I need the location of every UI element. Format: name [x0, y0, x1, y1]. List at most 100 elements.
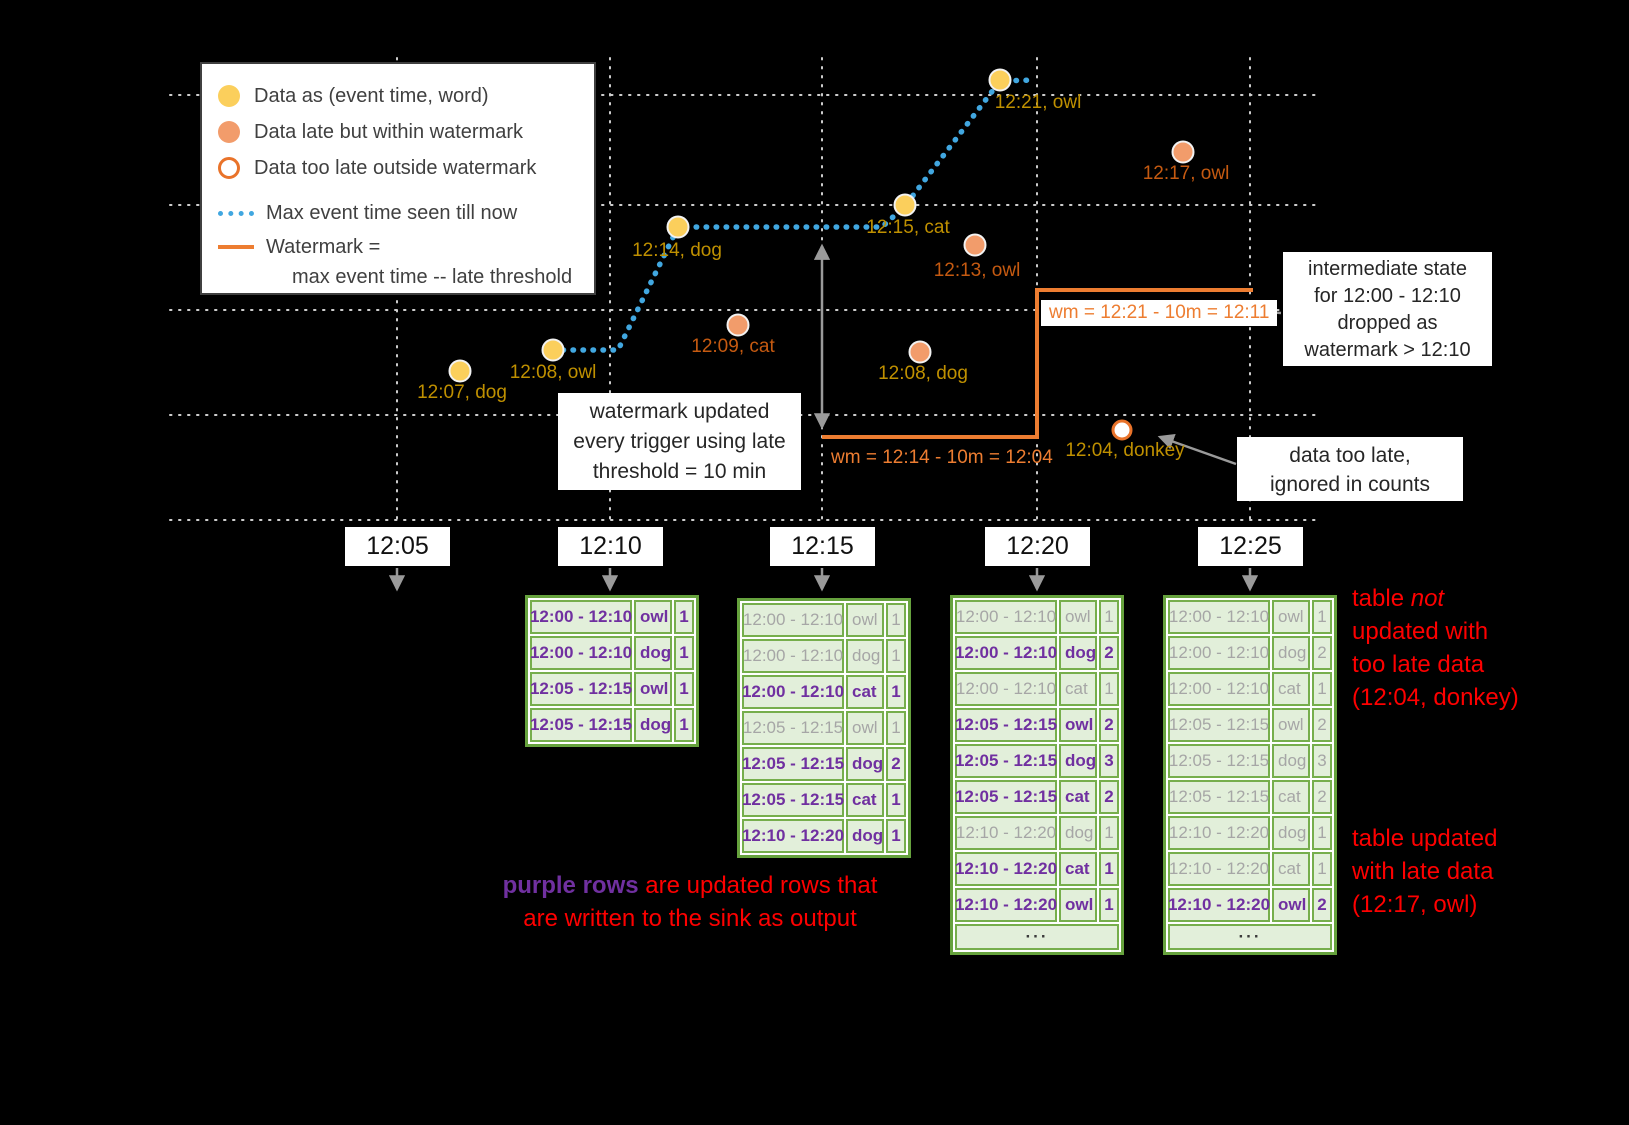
window-range-cell: 12:00 - 12:10: [1168, 600, 1270, 634]
word-cell: dog: [634, 708, 672, 742]
point-label: 12:13, owl: [933, 260, 1021, 281]
ellipsis-cell: ···: [1168, 924, 1332, 950]
word-cell: owl: [1272, 888, 1310, 922]
window-range-cell: 12:05 - 12:15: [1168, 708, 1270, 742]
window-range-cell: 12:00 - 12:10: [1168, 672, 1270, 706]
count-cell: 1: [886, 675, 906, 709]
window-range-cell: 12:05 - 12:15: [955, 780, 1057, 814]
point-label: 12:21, owl: [994, 92, 1082, 113]
window-range-cell: 12:00 - 12:10: [742, 603, 844, 637]
time-tick-12-05: 12:05: [345, 527, 450, 566]
data-point-late: [908, 340, 932, 364]
window-range-cell: 12:00 - 12:10: [530, 600, 632, 634]
window-range-cell: 12:00 - 12:10: [742, 675, 844, 709]
word-cell: dog: [1059, 816, 1097, 850]
point-label: 12:08, owl: [509, 362, 597, 383]
legend-item-late: Data late but within watermark: [202, 114, 594, 150]
count-cell: 1: [886, 783, 906, 817]
count-cell: 1: [1312, 672, 1332, 706]
window-range-cell: 12:10 - 12:20: [1168, 888, 1270, 922]
data-point-on-time: [893, 193, 917, 217]
count-cell: 2: [886, 747, 906, 781]
window-range-cell: 12:10 - 12:20: [955, 888, 1057, 922]
point-label: 12:04, donkey: [1065, 440, 1185, 461]
count-cell: 2: [1099, 708, 1119, 742]
window-range-cell: 12:10 - 12:20: [955, 852, 1057, 886]
watermark-line: [822, 288, 1253, 439]
count-cell: 1: [1312, 852, 1332, 886]
word-cell: dog: [1059, 744, 1097, 778]
word-cell: cat: [846, 783, 884, 817]
word-cell: cat: [1059, 852, 1097, 886]
count-cell: 1: [674, 672, 694, 706]
window-range-cell: 12:05 - 12:15: [955, 708, 1057, 742]
table-more-rows-ellipsis: ···: [1168, 924, 1332, 950]
count-cell: 3: [1099, 744, 1119, 778]
note-text: are updated rows that: [638, 872, 878, 899]
legend: Data as (event time, word) Data late but…: [200, 62, 596, 295]
word-cell: dog: [846, 819, 884, 853]
callout-line: ignored in counts: [1270, 473, 1430, 496]
count-cell: 1: [1312, 600, 1332, 634]
legend-label-line1: Watermark =: [266, 236, 381, 258]
window-range-cell: 12:10 - 12:20: [1168, 816, 1270, 850]
word-cell: owl: [1059, 708, 1097, 742]
window-range-cell: 12:00 - 12:10: [955, 672, 1057, 706]
count-cell: 2: [1312, 780, 1332, 814]
window-range-cell: 12:10 - 12:20: [742, 819, 844, 853]
word-cell: owl: [846, 711, 884, 745]
note-line: purple rows are updated rows that: [470, 869, 910, 902]
watermark-equation-2: wm = 12:21 - 10m = 12:11: [1041, 300, 1278, 326]
data-point-late: [1171, 140, 1195, 164]
legend-item-max-event-time: Max event time seen till now: [202, 198, 594, 228]
count-cell: 2: [1312, 636, 1332, 670]
point-label: 12:08, dog: [878, 363, 968, 384]
point-label: 12:15, cat: [866, 217, 950, 238]
word-cell: owl: [1059, 888, 1097, 922]
window-range-cell: 12:05 - 12:15: [955, 744, 1057, 778]
note-line: (12:04, donkey): [1352, 684, 1519, 711]
word-cell: owl: [634, 600, 672, 634]
note-line: table updated: [1352, 825, 1498, 852]
on-time-dot-icon: [218, 85, 240, 107]
too-late-callout-arrow: [1157, 433, 1237, 466]
callout-line: dropped as: [1337, 312, 1438, 334]
window-range-cell: 12:05 - 12:15: [1168, 744, 1270, 778]
legend-label: Data late but within watermark: [254, 121, 524, 143]
count-cell: 2: [1312, 708, 1332, 742]
count-cell: 1: [1312, 816, 1332, 850]
legend-label: Data as (event time, word): [254, 85, 489, 107]
table-more-rows-ellipsis: ···: [955, 924, 1119, 950]
word-cell: cat: [1059, 780, 1097, 814]
word-cell: cat: [1272, 852, 1310, 886]
window-range-cell: 12:05 - 12:15: [1168, 780, 1270, 814]
data-point-on-time: [666, 215, 690, 239]
count-cell: 1: [674, 636, 694, 670]
count-cell: 1: [886, 639, 906, 673]
solid-line-icon: [218, 245, 254, 249]
note-line: are written to the sink as output: [523, 905, 857, 932]
legend-item-on-time: Data as (event time, word): [202, 78, 594, 114]
note-purple-rows: purple rows are updated rows that are wr…: [470, 869, 910, 935]
count-cell: 1: [886, 711, 906, 745]
count-cell: 2: [1312, 888, 1332, 922]
